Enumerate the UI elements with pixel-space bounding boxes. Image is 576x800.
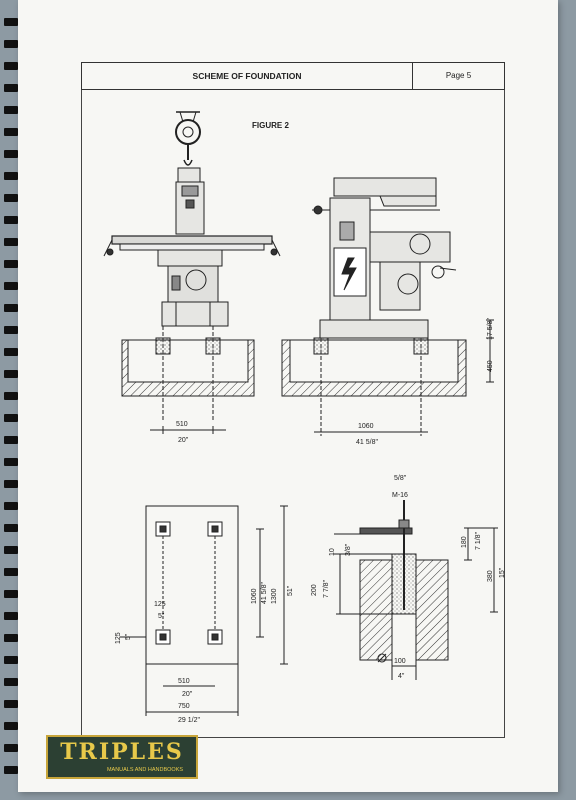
dim-side-415: 41 5/8" <box>356 439 378 446</box>
dim-bolt-m16: M-16 <box>392 492 408 499</box>
dim-plan-5b: 5" <box>125 633 132 640</box>
drawing-frame <box>81 90 505 738</box>
dim-front-20: 20" <box>178 437 189 444</box>
dim-bolt-718a: 7 1/8" <box>475 531 482 550</box>
dim-bolt-10: 10 <box>329 548 336 556</box>
dim-bolt-380: 380 <box>487 570 494 582</box>
dim-height-17: 17 5/8" <box>487 318 494 340</box>
dim-bolt-15: 15" <box>499 567 506 578</box>
spiral-binding <box>4 18 18 774</box>
dim-plan-415: 41 5/8" <box>261 582 268 604</box>
side-foundation <box>281 319 494 436</box>
dim-plan-5a: 5" <box>158 613 165 620</box>
dim-plan-51: 51" <box>287 585 294 596</box>
dim-plan-125b: 125 <box>115 632 122 644</box>
dim-front-510: 510 <box>176 421 188 428</box>
dim-plan-29: 29 1/2" <box>178 717 200 724</box>
dim-side-1060: 1060 <box>358 423 374 430</box>
page-header: SCHEME OF FOUNDATION Page 5 <box>81 62 505 90</box>
dim-bolt-200: 200 <box>311 584 318 596</box>
dim-plan-510: 510 <box>178 678 190 685</box>
page-title: SCHEME OF FOUNDATION <box>82 63 413 89</box>
figure-title: FIGURE 2 <box>252 121 289 130</box>
front-view-machine <box>103 111 281 327</box>
dimension-labels: 510 20" 1060 41 5/8" 17 5/8" 450 1060 41… <box>115 318 506 724</box>
dim-plan-20: 20" <box>182 691 193 698</box>
dim-bolt-58: 5/8" <box>394 475 407 482</box>
page-number: Page 5 <box>445 71 472 80</box>
front-foundation <box>121 326 255 434</box>
dim-bolt-38: 3/8" <box>345 543 352 556</box>
dim-bolt-180: 180 <box>461 536 468 548</box>
dim-height-450: 450 <box>487 360 494 372</box>
side-view-machine <box>312 177 457 339</box>
triples-logo: TRIPLES MANUALS AND HANDBOOKS <box>46 735 198 779</box>
bolt-detail <box>334 500 498 680</box>
logo-tagline: MANUALS AND HANDBOOKS <box>96 767 194 773</box>
dim-plan-125a: 125 <box>154 601 166 608</box>
plan-view <box>120 505 288 716</box>
logo-name: TRIPLES <box>60 739 184 765</box>
dim-bolt-4: 4" <box>398 673 405 680</box>
dim-plan-1300: 1300 <box>271 588 278 604</box>
dim-bolt-100: 100 <box>394 658 406 665</box>
dim-plan-750: 750 <box>178 703 190 710</box>
dim-bolt-778: 7 7/8" <box>323 579 330 598</box>
dim-plan-1060: 1060 <box>251 588 258 604</box>
